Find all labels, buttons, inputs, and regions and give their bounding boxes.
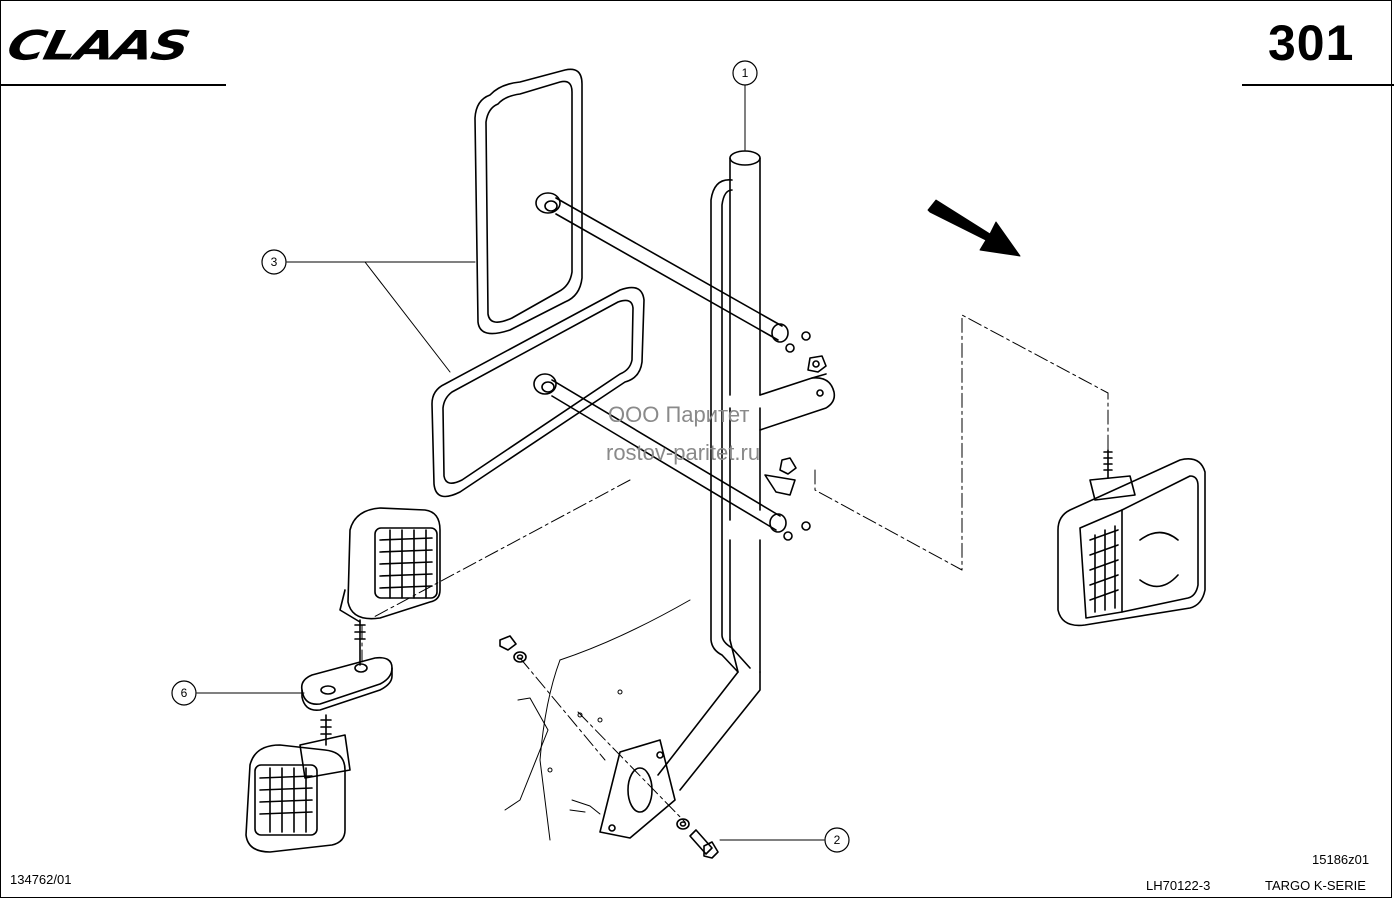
left-lower-work-lamp	[245, 714, 351, 853]
callout-3-label: 3	[271, 255, 278, 269]
footer-left-code: 134762/01	[10, 872, 72, 887]
mirror-bar	[599, 150, 761, 839]
callout-2: 2	[824, 827, 850, 853]
callout-6: 6	[171, 680, 197, 706]
upper-mirror	[474, 68, 811, 353]
lamp-bracket	[759, 355, 836, 496]
right-work-lamp	[1057, 449, 1206, 627]
header-rule-right	[1242, 84, 1394, 86]
assembly-lines	[361, 314, 1109, 823]
callout-1-label: 1	[742, 66, 749, 80]
lower-mirror	[431, 286, 811, 541]
footer-drawing-ref: 15186z01	[1312, 852, 1370, 867]
left-upper-work-lamp	[339, 507, 441, 666]
callout-leaders	[196, 84, 825, 841]
callout-2-label: 2	[834, 833, 841, 847]
fasteners	[499, 635, 719, 859]
callout-3: 3	[261, 249, 287, 275]
direction-arrow	[927, 199, 1021, 257]
header-rule-left	[0, 84, 226, 86]
lamp-holder-plate	[300, 656, 393, 712]
page-number: 301	[1268, 15, 1355, 71]
watermark-site: rostov-paritet.ru	[606, 440, 760, 465]
callout-6-label: 6	[181, 686, 188, 700]
footer-series: TARGO K-SERIE	[1265, 878, 1366, 893]
callout-1: 1	[732, 60, 758, 86]
cab-post	[504, 599, 691, 841]
footer-part-ref: LH70122-3	[1146, 878, 1211, 893]
watermark-company: ООО Паритет	[608, 402, 749, 427]
